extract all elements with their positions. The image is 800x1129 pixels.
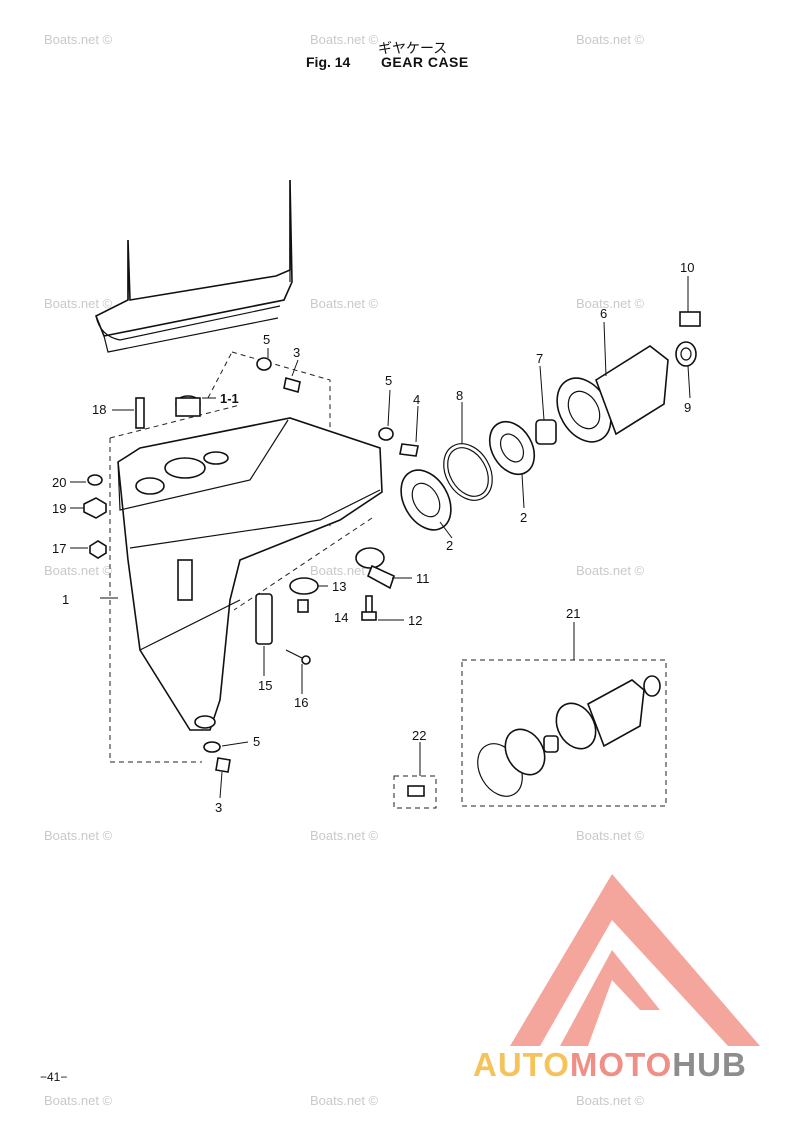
callout-10: 10 bbox=[680, 260, 694, 275]
callout-2: 2 bbox=[520, 510, 527, 525]
callout-14: 14 bbox=[334, 610, 348, 625]
group-22-box bbox=[393, 775, 437, 809]
watermark: Boats.net © bbox=[310, 32, 379, 47]
callout-1: 1 bbox=[62, 592, 69, 607]
callout-21: 21 bbox=[566, 606, 580, 621]
figure-title-japanese: ギヤケース bbox=[378, 41, 448, 57]
group-dash-line bbox=[109, 404, 241, 439]
figure-number: Fig. 14 bbox=[306, 54, 351, 70]
logo-word-moto: MOTO bbox=[569, 1046, 673, 1083]
callout-12: 12 bbox=[408, 613, 422, 628]
callout-5: 5 bbox=[263, 332, 270, 347]
callout-22: 22 bbox=[412, 728, 426, 743]
callout-7: 7 bbox=[536, 351, 543, 366]
callout-11: 11 bbox=[416, 571, 430, 586]
callout-9: 9 bbox=[684, 400, 691, 415]
callout-18: 18 bbox=[92, 402, 106, 417]
callout-20: 20 bbox=[52, 475, 66, 490]
watermark: Boats.net © bbox=[44, 32, 113, 47]
small-parts bbox=[83, 311, 701, 797]
callout-17: 17 bbox=[52, 541, 66, 556]
watermark: Boats.net © bbox=[576, 563, 645, 578]
group-21-box bbox=[461, 659, 667, 807]
callout-5: 5 bbox=[253, 734, 260, 749]
automotohub-logo: AUTOMOTOHUB bbox=[473, 1046, 747, 1084]
watermark: Boats.net © bbox=[44, 563, 113, 578]
watermark: Boats.net © bbox=[44, 828, 113, 843]
callouts: 1 1-1 2 2 3 3 4 5 5 5 6 7 8 9 10 11 12 1… bbox=[52, 260, 694, 815]
callout-8: 8 bbox=[456, 388, 463, 403]
callout-2: 2 bbox=[446, 538, 453, 553]
callout-13: 13 bbox=[332, 579, 346, 594]
leader-lines bbox=[70, 276, 691, 799]
watermark: Boats.net © bbox=[576, 32, 645, 47]
drive-shaft-housing bbox=[94, 179, 293, 353]
watermark: Boats.net © bbox=[576, 828, 645, 843]
logo-mark bbox=[510, 874, 760, 1046]
watermark: Boats.net © bbox=[310, 828, 379, 843]
watermark: Boats.net © bbox=[44, 296, 113, 311]
callout-5: 5 bbox=[385, 373, 392, 388]
watermark: Boats.net © bbox=[576, 296, 645, 311]
callout-3: 3 bbox=[215, 800, 222, 815]
callout-3: 3 bbox=[293, 345, 300, 360]
callout-19: 19 bbox=[52, 501, 66, 516]
watermark: Boats.net © bbox=[44, 1093, 113, 1108]
logo-word-hub: HUB bbox=[672, 1046, 747, 1083]
group-dash-line bbox=[109, 438, 202, 763]
callout-6: 6 bbox=[600, 306, 607, 321]
watermark: Boats.net © bbox=[310, 296, 379, 311]
callout-16: 16 bbox=[294, 695, 308, 710]
logo-word-auto: AUTO bbox=[473, 1046, 570, 1083]
page-number: −41− bbox=[40, 1070, 68, 1084]
callout-1-1: 1-1 bbox=[220, 391, 239, 406]
callout-4: 4 bbox=[413, 392, 420, 407]
figure-title: GEAR CASE bbox=[381, 54, 469, 70]
watermark: Boats.net © bbox=[576, 1093, 645, 1108]
gear-case-body bbox=[117, 417, 383, 731]
watermark: Boats.net © bbox=[310, 1093, 379, 1108]
callout-15: 15 bbox=[258, 678, 272, 693]
